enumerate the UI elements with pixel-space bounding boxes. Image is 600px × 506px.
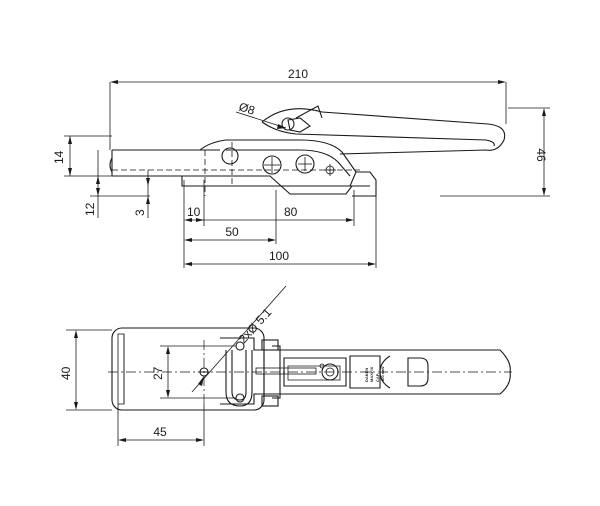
dim-holes-callout: 2xØ 5.1: [191, 285, 287, 393]
label-line-3: CAP.: [375, 373, 380, 382]
dim-hole-8: Ø8: [235, 100, 287, 129]
dim-10-80: 10 80: [183, 180, 355, 268]
label-line-2: MAXFIX: [369, 367, 374, 382]
dim-3-label: 3: [133, 209, 147, 216]
dim-46-label: 46: [534, 148, 548, 162]
hole-8-label: Ø8: [237, 100, 257, 118]
latch-side-outline: [109, 105, 506, 197]
dim-80-label: 80: [284, 205, 298, 219]
dim-14-label: 14: [52, 150, 66, 164]
side-view: 210 Ø8 46 14 12: [52, 67, 550, 268]
dim-100-label: 100: [269, 249, 289, 263]
top-view: DAKEN MAXFIX CAP. 400 daN 2xØ 5.1: [59, 285, 512, 446]
stamped-label: DAKEN MAXFIX CAP. 400 daN: [364, 367, 385, 382]
label-line-4: 400 daN: [380, 367, 385, 382]
dim-left-heights: 14 12 3: [52, 135, 150, 218]
dim-210: 210: [109, 67, 507, 150]
dim-46: 46: [440, 107, 550, 197]
dim-27: 27: [151, 345, 236, 399]
dim-210-label: 210: [288, 67, 308, 81]
dim-27-label: 27: [151, 366, 165, 380]
side-pivots: [221, 117, 336, 176]
dim-12-label: 12: [83, 202, 97, 216]
label-line-1: DAKEN: [364, 368, 369, 382]
dim-100: 100: [184, 196, 377, 268]
dim-45: 45: [117, 404, 205, 446]
dim-45-label: 45: [153, 425, 167, 439]
dim-10-label: 10: [187, 205, 201, 219]
dim-50: 50: [184, 225, 276, 242]
dim-40: 40: [59, 329, 112, 411]
dim-40-label: 40: [59, 366, 73, 380]
dim-50-label: 50: [225, 225, 239, 239]
